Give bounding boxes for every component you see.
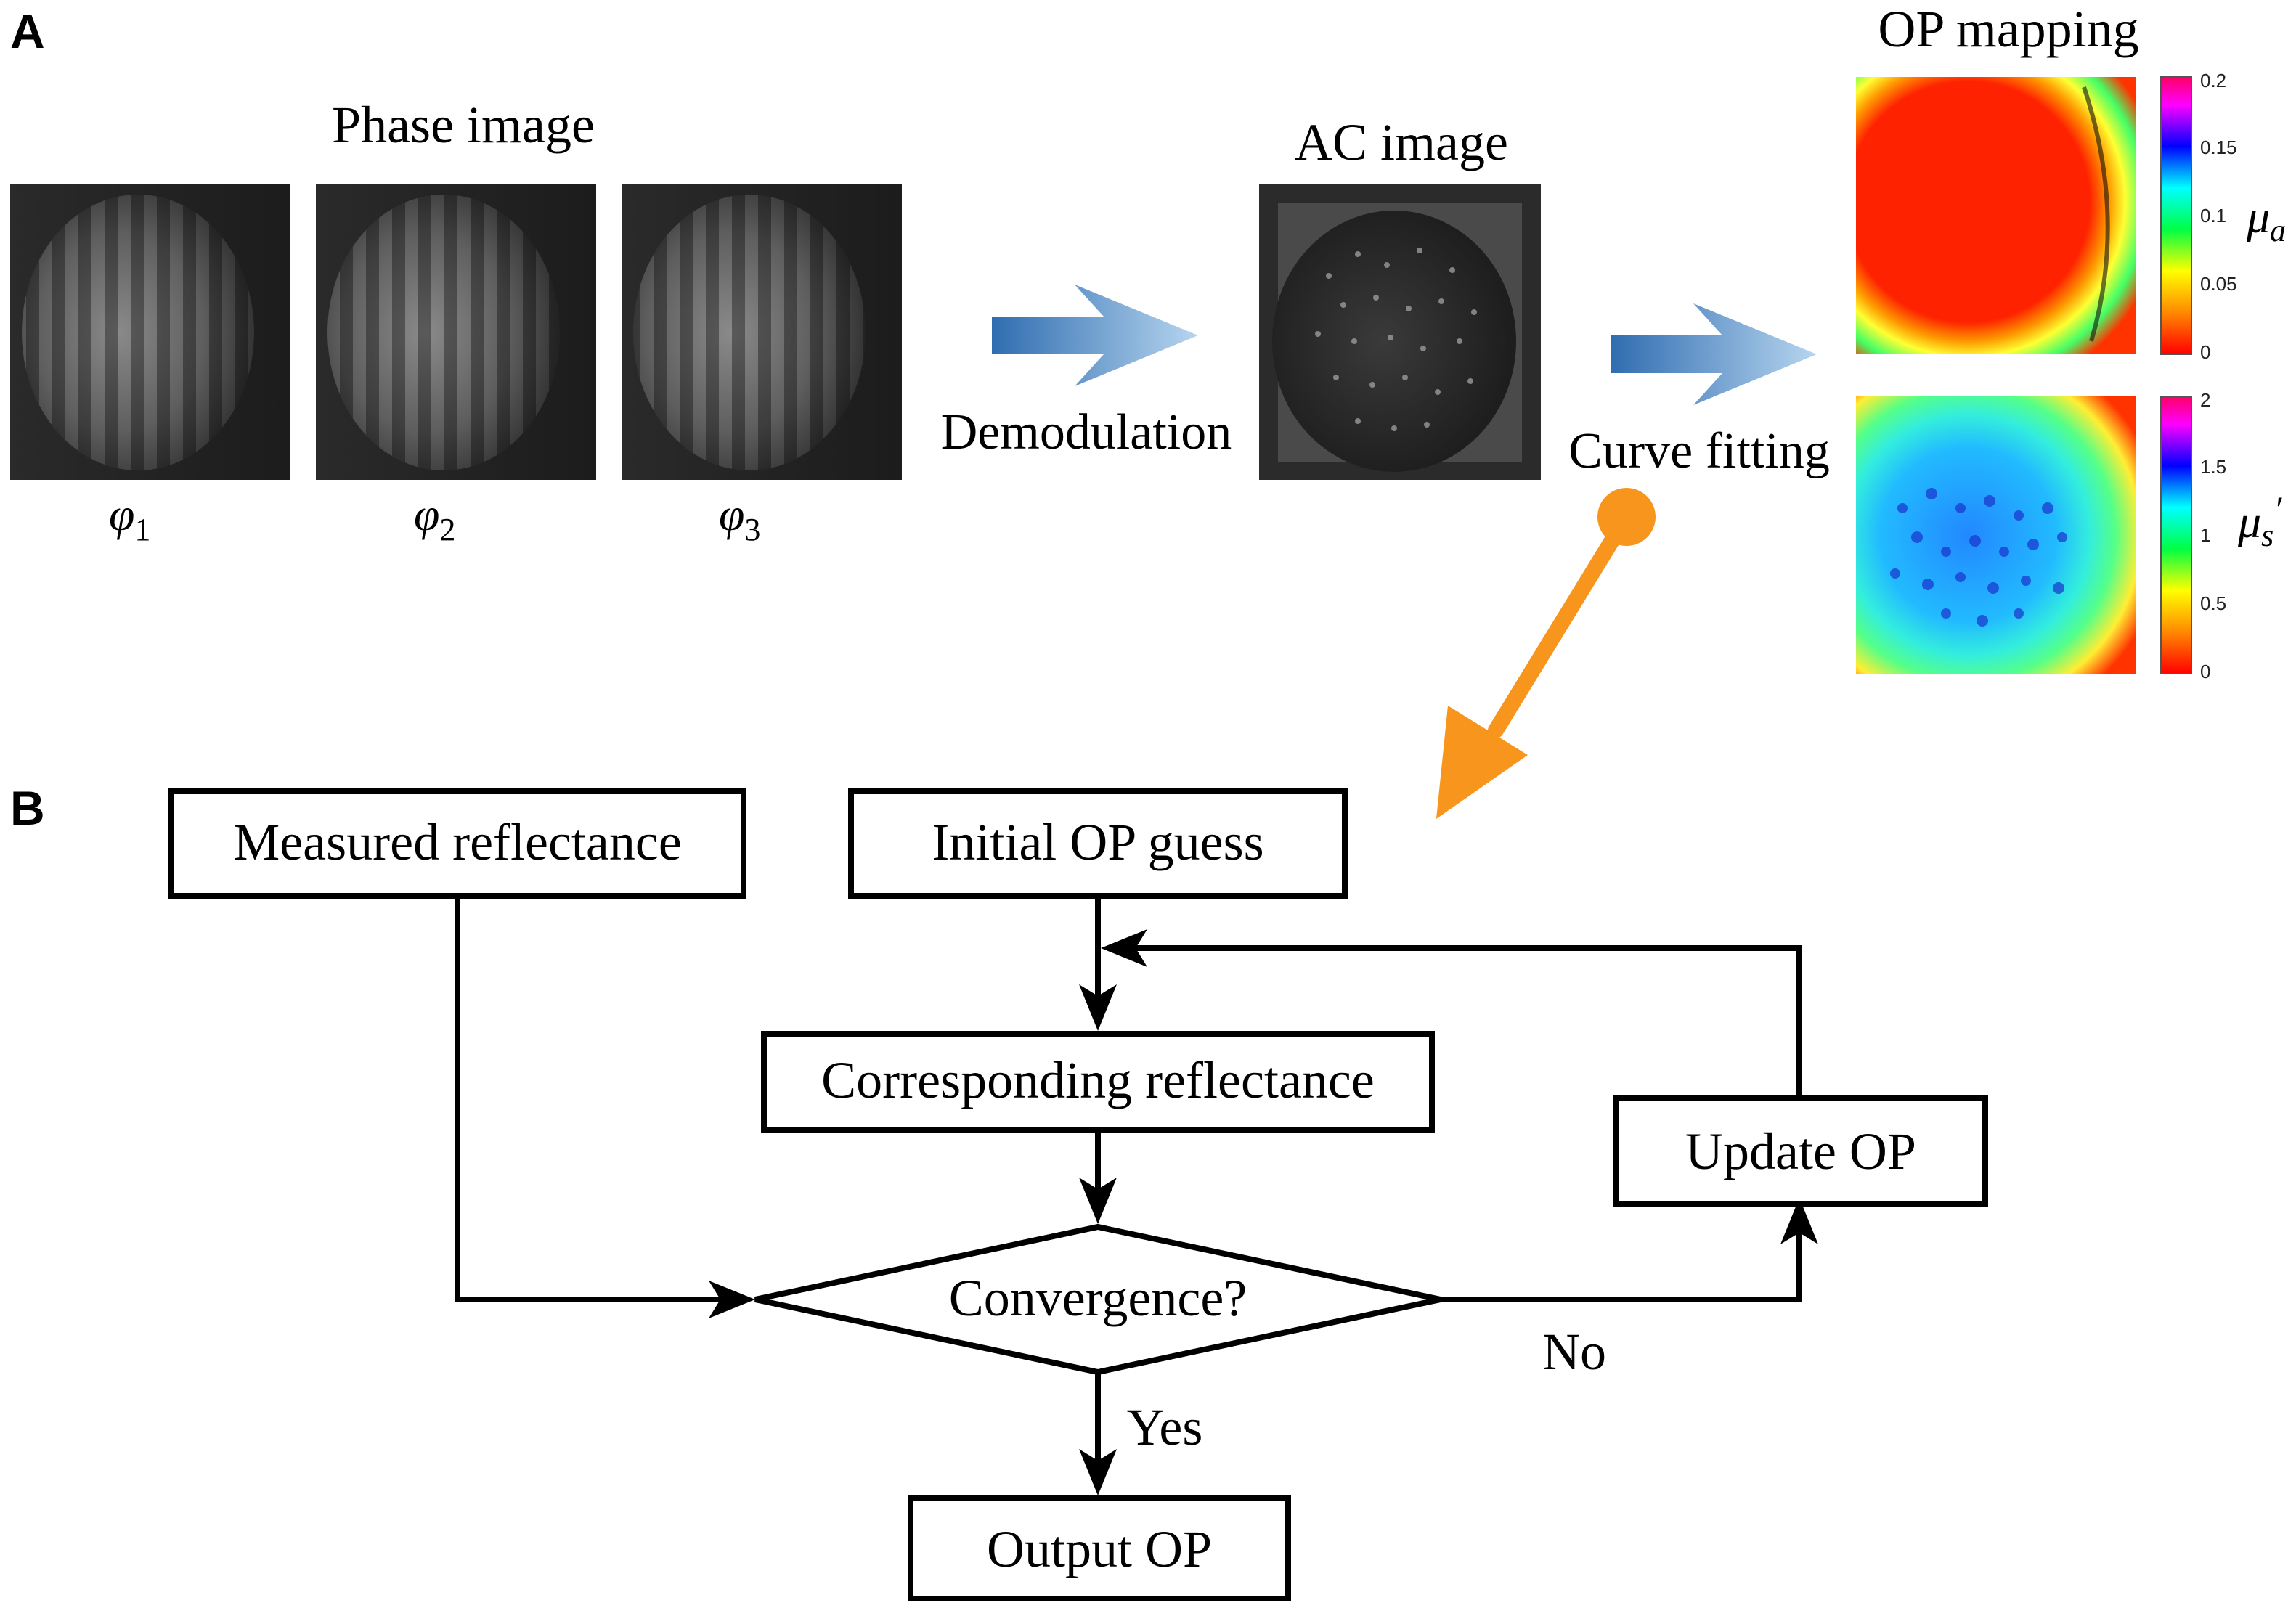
mus-ticks: 2 1.5 1 0.5 0 bbox=[2200, 389, 2226, 682]
op-mapping-title: OP mapping bbox=[1878, 0, 2138, 58]
mua-tick-4: 0.05 bbox=[2200, 273, 2237, 295]
yes-label: Yes bbox=[1127, 1398, 1203, 1456]
phase-label-1-symbol: φ bbox=[109, 489, 134, 540]
flow-arrowheads bbox=[709, 929, 1818, 1495]
output-op-box: Output OP bbox=[908, 1495, 1291, 1601]
mua-tick-1: 0.2 bbox=[2200, 70, 2226, 91]
mua-colorbar bbox=[2160, 76, 2192, 355]
ac-image bbox=[1259, 184, 1541, 480]
mus-symbol: μs′ bbox=[2237, 489, 2282, 553]
orange-link-arrow bbox=[1436, 488, 1656, 819]
demodulation-arrow bbox=[992, 285, 1198, 386]
phase-label-1-subscript: 1 bbox=[134, 512, 150, 547]
convergence-decision: Convergence? bbox=[754, 1223, 1441, 1376]
mua-map bbox=[1856, 77, 2136, 354]
mua-tick-5: 0 bbox=[2200, 341, 2210, 363]
phase-label-2-symbol: φ bbox=[414, 489, 439, 540]
mua-symbol-subscript: a bbox=[2270, 213, 2286, 248]
phase-label-1: φ1 bbox=[109, 489, 150, 547]
phase-image-title: Phase image bbox=[332, 96, 595, 154]
demodulation-label: Demodulation bbox=[941, 404, 1232, 460]
mus-symbol-mu: μ bbox=[2237, 496, 2261, 547]
phase-label-2-subscript: 2 bbox=[439, 512, 455, 547]
arrowhead-left-loop bbox=[1101, 929, 1147, 967]
phase-label-3-symbol: φ bbox=[719, 489, 744, 540]
mus-colorbar bbox=[2160, 396, 2192, 674]
curve-fitting-arrow bbox=[1611, 303, 1817, 405]
curve-fitting-label: Curve fitting bbox=[1568, 423, 1830, 479]
panel-a-label: A bbox=[10, 4, 45, 58]
convergence-text: Convergence? bbox=[949, 1269, 1247, 1327]
mus-map-spots bbox=[1890, 488, 2067, 627]
arrowhead-up-update bbox=[1780, 1198, 1818, 1244]
mua-ticks: 0.2 0.15 0.1 0.05 0 bbox=[2200, 70, 2237, 363]
arrowhead-down-corresponding bbox=[1079, 984, 1117, 1031]
mus-symbol-prime: ′ bbox=[2273, 489, 2282, 529]
corresponding-reflectance-box: Corresponding reflectance bbox=[761, 1031, 1435, 1133]
mus-symbol-subscript: s bbox=[2261, 518, 2273, 553]
corresponding-reflectance-text: Corresponding reflectance bbox=[821, 1051, 1375, 1109]
flow-connectors bbox=[455, 896, 1802, 1474]
phase-image-2 bbox=[316, 184, 596, 480]
update-op-box: Update OP bbox=[1613, 1095, 1988, 1207]
ac-image-title: AC image bbox=[1295, 113, 1508, 171]
phase-image-3 bbox=[622, 184, 902, 480]
phase-label-3: φ3 bbox=[719, 489, 760, 547]
connector-measured-to-convergence bbox=[455, 896, 733, 1302]
initial-op-guess-text: Initial OP guess bbox=[932, 813, 1263, 871]
measured-reflectance-box: Measured reflectance bbox=[168, 788, 746, 899]
mua-symbol: μa bbox=[2246, 191, 2286, 248]
panel-b-label: B bbox=[10, 781, 45, 835]
mus-tick-5: 0 bbox=[2200, 661, 2210, 682]
measured-reflectance-text: Measured reflectance bbox=[233, 813, 682, 871]
mua-symbol-mu: μ bbox=[2246, 191, 2270, 242]
phase-image-1 bbox=[10, 184, 290, 480]
mus-tick-3: 1 bbox=[2200, 524, 2210, 546]
mus-map bbox=[1856, 396, 2136, 674]
arrowhead-down-output bbox=[1079, 1449, 1117, 1495]
initial-op-guess-box: Initial OP guess bbox=[848, 788, 1348, 899]
connector-update-loop bbox=[1115, 945, 1802, 1098]
phase-label-2: φ2 bbox=[414, 489, 455, 547]
mus-tick-2: 1.5 bbox=[2200, 456, 2226, 478]
mua-tick-3: 0.1 bbox=[2200, 205, 2226, 227]
no-label: No bbox=[1542, 1323, 1606, 1381]
connector-no-branch bbox=[1441, 1221, 1802, 1302]
output-op-text: Output OP bbox=[987, 1520, 1212, 1578]
arrowhead-down-convergence bbox=[1079, 1178, 1117, 1224]
mus-tick-1: 2 bbox=[2200, 389, 2210, 411]
arrowhead-right-convergence bbox=[709, 1281, 755, 1318]
ac-image-speckles bbox=[1315, 248, 1477, 431]
mus-tick-4: 0.5 bbox=[2200, 592, 2226, 614]
update-op-text: Update OP bbox=[1685, 1122, 1916, 1180]
phase-label-3-subscript: 3 bbox=[744, 512, 760, 547]
mua-tick-2: 0.15 bbox=[2200, 136, 2237, 158]
